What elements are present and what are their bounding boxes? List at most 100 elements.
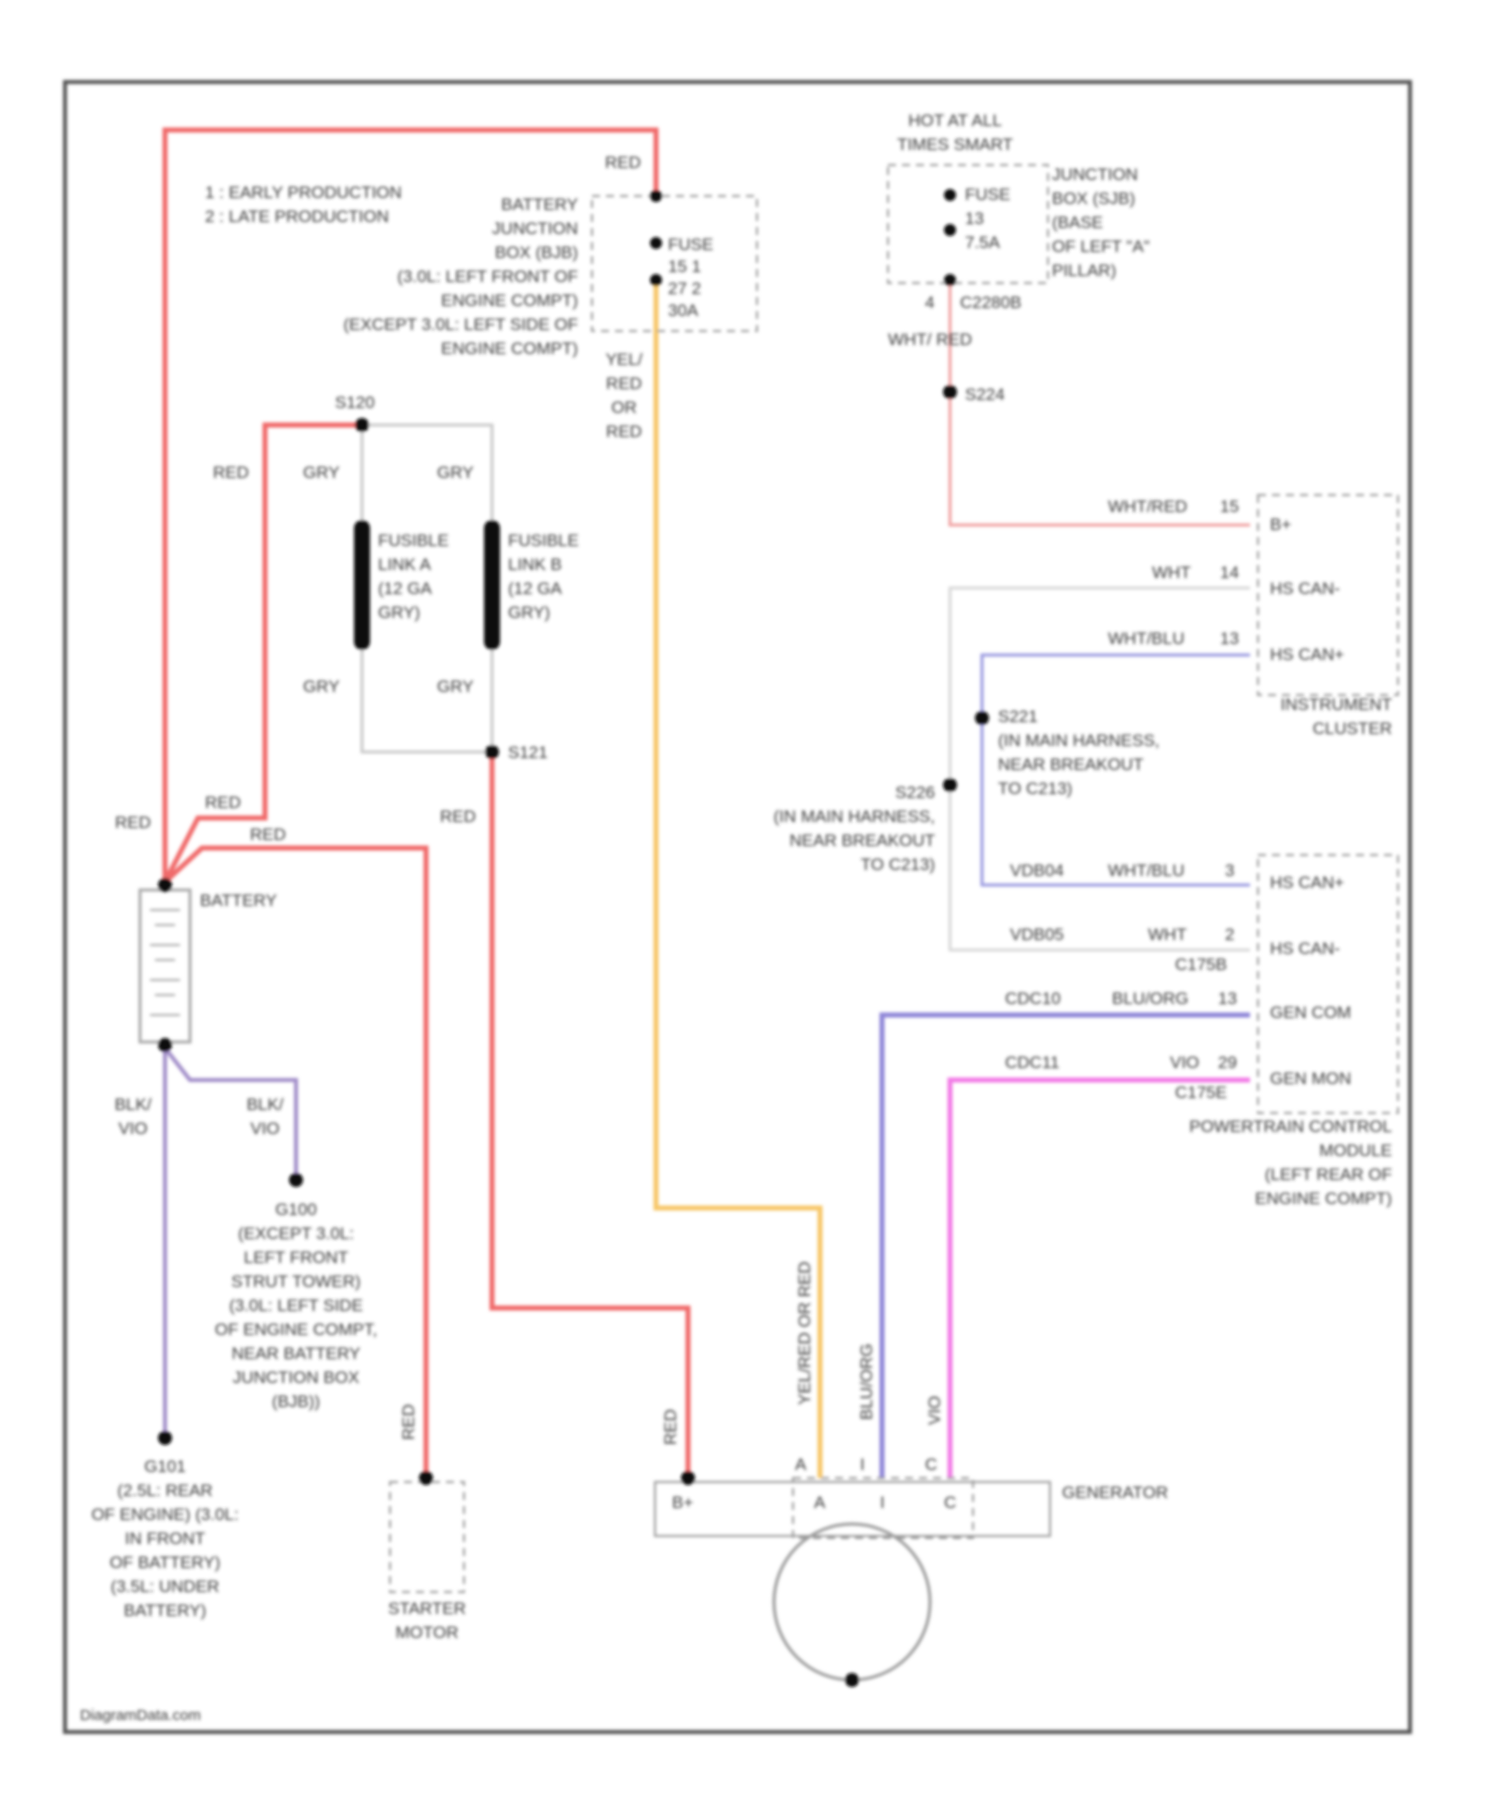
red-wire-to-s120 (165, 425, 362, 882)
generator-symbol (774, 1524, 930, 1680)
g101-label: G101 (2.5L: REAR OF ENGINE) (3.0L: IN FR… (91, 1457, 238, 1620)
splice-s120-dot (355, 418, 369, 432)
sjb-pin: 4 (925, 293, 934, 312)
svg-text:G101: G101 (144, 1457, 186, 1476)
svg-text:JUNCTION BOX: JUNCTION BOX (233, 1368, 360, 1387)
fusible-link-b (484, 520, 500, 650)
pcm-hs-can-plus: HS CAN+ (1270, 873, 1344, 892)
svg-text:27 2: 27 2 (668, 279, 701, 298)
sjb-fuse-label: FUSE 13 7.5A (965, 185, 1010, 252)
g100-label: G100 (EXCEPT 3.0L: LEFT FRONT STRUT TOWE… (215, 1200, 377, 1411)
sjb-connector: C2280B (960, 293, 1021, 312)
cluster-hs-can-minus: HS CAN- (1270, 579, 1340, 598)
svg-text:MODULE: MODULE (1319, 1141, 1392, 1160)
blu-org-label-pcm: BLU/ORG (1112, 989, 1189, 1008)
sjb-label: JUNCTION BOX (SJB) (BASE OF LEFT "A" PIL… (1052, 165, 1150, 280)
svg-text:CLUSTER: CLUSTER (1313, 719, 1392, 738)
svg-text:(3.0L: LEFT FRONT OF: (3.0L: LEFT FRONT OF (397, 267, 578, 286)
red-wire-battery-to-bjb (165, 130, 656, 885)
generator-connector (655, 1482, 1050, 1536)
svg-text:FUSE: FUSE (668, 235, 713, 254)
blk-vio-label-left: BLK/ VIO (115, 1095, 152, 1138)
svg-text:ENGINE COMPT): ENGINE COMPT) (1255, 1189, 1392, 1208)
svg-text:NEAR BREAKOUT: NEAR BREAKOUT (790, 831, 935, 850)
pcm-gen-mon: GEN MON (1270, 1069, 1351, 1088)
svg-text:STRUT TOWER): STRUT TOWER) (231, 1272, 360, 1291)
pcm-pin-13: 13 (1218, 989, 1237, 1008)
svg-text:NEAR BATTERY: NEAR BATTERY (232, 1344, 361, 1363)
pcm-pin-29: 29 (1218, 1053, 1237, 1072)
svg-text:30A: 30A (668, 301, 699, 320)
svg-text:JUNCTION: JUNCTION (1052, 165, 1138, 184)
svg-text:GRY): GRY) (378, 603, 420, 622)
svg-text:(3.5L: UNDER: (3.5L: UNDER (111, 1577, 220, 1596)
svg-text:(3.0L: LEFT SIDE: (3.0L: LEFT SIDE (229, 1296, 363, 1315)
svg-text:TO C213): TO C213) (861, 855, 935, 874)
note-2: 2 : LATE PRODUCTION (205, 207, 389, 226)
bjb-fuse-label: FUSE 15 1 27 2 30A (668, 235, 713, 320)
svg-text:(EXCEPT 3.0L:: (EXCEPT 3.0L: (238, 1224, 354, 1243)
cluster-hs-can-plus: HS CAN+ (1270, 645, 1344, 664)
watermark: DiagramData.com (80, 1707, 201, 1724)
s121-label: S121 (508, 743, 548, 762)
s221-label: S221 (IN MAIN HARNESS, NEAR BREAKOUT TO … (998, 707, 1160, 798)
vio-label-pcm: VIO (1170, 1053, 1199, 1072)
svg-text:VIO: VIO (250, 1119, 279, 1138)
gen-pin-a: A (795, 1455, 807, 1474)
svg-text:BOX (BJB): BOX (BJB) (495, 243, 578, 262)
pcm-pin-2: 2 (1225, 925, 1234, 944)
cdc11-label: CDC11 (1005, 1053, 1059, 1072)
gen-pin-c: C (925, 1455, 937, 1474)
gen-term-a: A (814, 1493, 826, 1512)
svg-text:VIO: VIO (118, 1119, 147, 1138)
svg-text:(IN MAIN HARNESS,: (IN MAIN HARNESS, (773, 807, 935, 826)
svg-text:(EXCEPT 3.0L: LEFT SIDE OF: (EXCEPT 3.0L: LEFT SIDE OF (343, 315, 578, 334)
gen-term-c: C (944, 1493, 956, 1512)
gen-term-i: I (880, 1493, 885, 1512)
gen-pin-i: I (860, 1455, 865, 1474)
red-label-generator: RED (661, 1409, 680, 1445)
fusible-link-a-label: FUSIBLE LINK A (12 GA GRY) (378, 531, 449, 622)
red-label-left: RED (115, 813, 151, 832)
gen-term-b-plus: B+ (672, 1493, 693, 1512)
splice-s226-dot (943, 778, 957, 792)
hot-at-all-times-label: HOT AT ALL TIMES SMART (897, 111, 1013, 154)
s224-label: S224 (965, 385, 1005, 404)
battery-symbol (140, 890, 190, 1042)
svg-text:(2.5L: REAR: (2.5L: REAR (117, 1481, 212, 1500)
svg-text:BLK/: BLK/ (247, 1095, 284, 1114)
svg-text:RED: RED (606, 422, 642, 441)
svg-text:(12 GA: (12 GA (508, 579, 563, 598)
svg-text:JUNCTION: JUNCTION (492, 219, 578, 238)
svg-text:15 1: 15 1 (668, 257, 701, 276)
c175b-label: C175B (1175, 955, 1227, 974)
vdb04-label: VDB04 (1010, 861, 1064, 880)
svg-text:TIMES SMART: TIMES SMART (897, 135, 1013, 154)
svg-text:FUSE: FUSE (965, 185, 1010, 204)
svg-text:OR: OR (611, 398, 637, 417)
svg-text:(BJB)): (BJB)) (272, 1392, 320, 1411)
svg-text:OF BATTERY): OF BATTERY) (110, 1553, 221, 1572)
splice-s121-dot (485, 745, 499, 759)
svg-text:FUSIBLE: FUSIBLE (378, 531, 449, 550)
wht-blu-label-cluster: WHT/BLU (1108, 629, 1185, 648)
svg-text:13: 13 (965, 209, 984, 228)
cluster-pin-13: 13 (1220, 629, 1239, 648)
svg-text:7.5A: 7.5A (965, 233, 1001, 252)
svg-text:BATTERY): BATTERY) (124, 1601, 207, 1620)
red-label-s121: RED (440, 807, 476, 826)
red-label-starter: RED (399, 1404, 418, 1440)
instrument-cluster-label: INSTRUMENT CLUSTER (1281, 695, 1392, 738)
vio-label-vertical: VIO (925, 1396, 944, 1425)
red-label-top: RED (605, 153, 641, 172)
gry-label-b-bottom: GRY (437, 677, 474, 696)
cluster-b-plus: B+ (1270, 515, 1291, 534)
note-1: 1 : EARLY PRODUCTION (205, 183, 402, 202)
svg-text:IN FRONT: IN FRONT (125, 1529, 205, 1548)
svg-text:MOTOR: MOTOR (396, 1623, 459, 1642)
red-label-branch-1: RED (205, 793, 241, 812)
s226-label: S226 (IN MAIN HARNESS, NEAR BREAKOUT TO … (773, 783, 935, 874)
wht-red-label: WHT/ RED (888, 330, 972, 349)
svg-text:LINK A: LINK A (378, 555, 432, 574)
